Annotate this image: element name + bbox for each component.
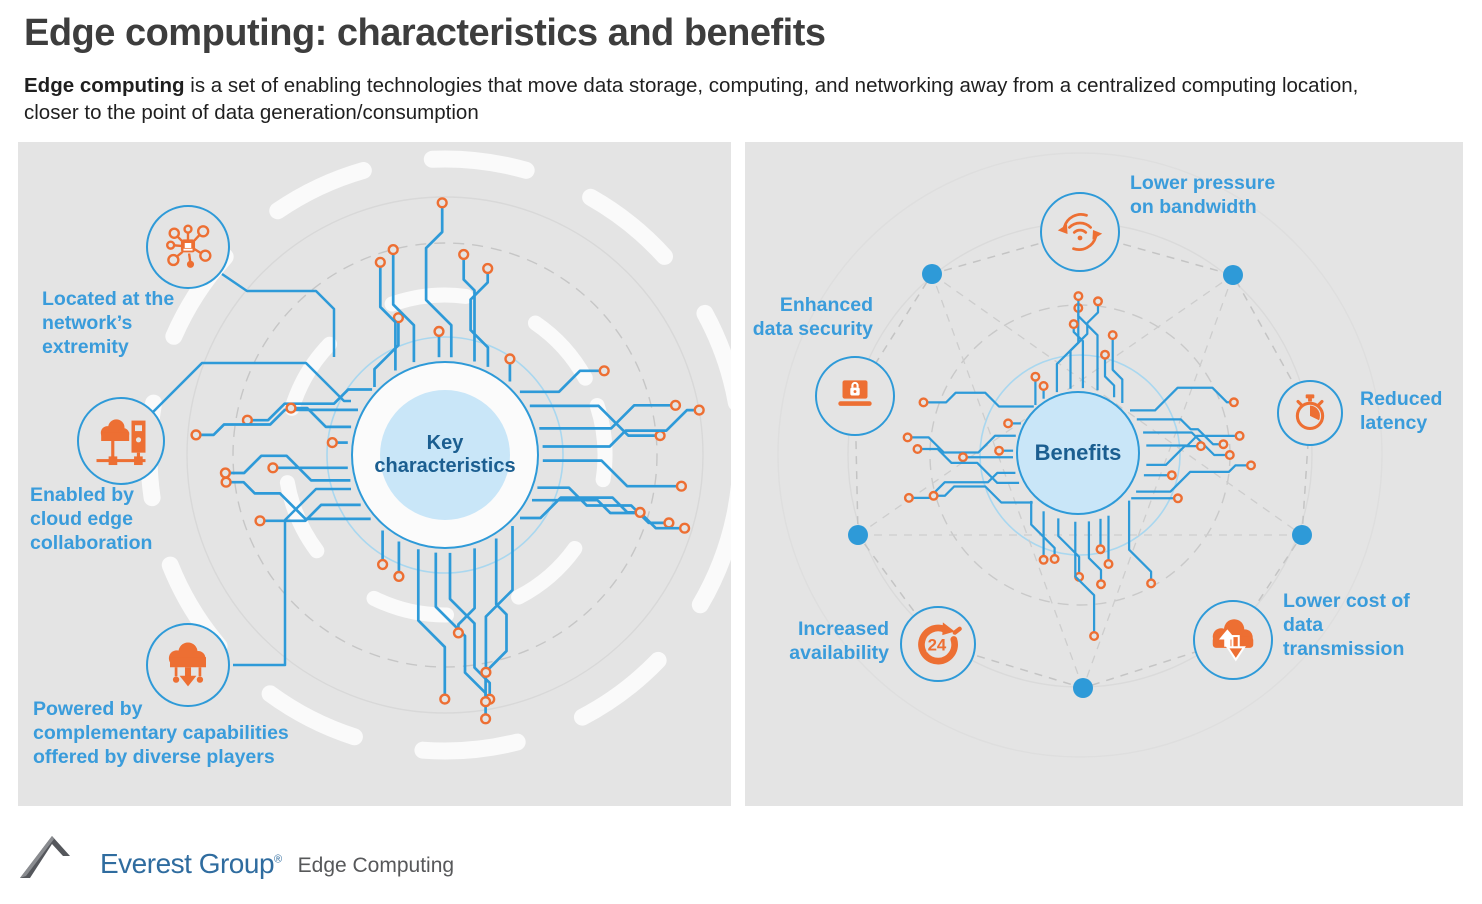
cloud-server-icon [77, 397, 165, 485]
data-security-glyph [838, 380, 872, 406]
benefit-label-transmission: Lower cost of data transmission [1283, 590, 1410, 660]
cloud-download-icon [146, 623, 230, 707]
cloud-server-glyph [96, 419, 146, 466]
benefits-panel: Benefits Lower pressure on bandwidth [745, 142, 1463, 806]
characteristic-label-cloud-edge: Enabled by cloud edge collaboration [30, 484, 153, 554]
brand-name: Everest Group® [100, 848, 282, 879]
data-transmission-icon [1193, 600, 1273, 680]
availability-24-icon: 24 [900, 606, 976, 682]
circuit-decoration-left [140, 150, 731, 760]
everest-group-logo-icon [20, 836, 70, 878]
data-security-icon [815, 356, 895, 436]
key-characteristics-label: Key characteristics [374, 390, 516, 520]
cloud-download-glyph [168, 642, 206, 687]
benefit-label-security: Enhanced data security [752, 294, 873, 340]
page-subtitle: Edge computing is a set of enabling tech… [24, 72, 1394, 127]
characteristic-label-network-extremity: Located at the network’s extremity [42, 288, 175, 358]
benefit-label-availability: Increased availability [789, 618, 889, 664]
circuit-decoration-right [777, 152, 1383, 758]
svg-text:24: 24 [928, 636, 947, 655]
bandwidth-glyph [1057, 213, 1103, 251]
subtitle-body: is a set of enabling technologies that m… [24, 74, 1359, 125]
stopwatch-glyph [1295, 394, 1325, 431]
stopwatch-icon [1277, 380, 1343, 446]
bandwidth-icon [1040, 192, 1120, 272]
benefit-label-latency: Reduced latency [1360, 388, 1443, 434]
benefit-label-bandwidth: Lower pressure on bandwidth [1130, 172, 1276, 218]
characteristic-label-diverse-players: Powered by complementary capabilities of… [33, 698, 289, 768]
subtitle-lead: Edge computing [24, 74, 185, 97]
page-title: Edge computing: characteristics and bene… [24, 12, 826, 54]
network-edge-icon [146, 205, 230, 289]
benefits-badge: Benefits [1016, 391, 1140, 515]
registered-mark: ® [274, 853, 282, 866]
key-characteristics-badge: Key characteristics [351, 361, 539, 549]
footer: Everest Group® Edge Computing [18, 820, 454, 880]
key-characteristics-panel: Key characteristics Located at the net [18, 142, 731, 806]
data-transmission-glyph [1212, 619, 1254, 662]
footer-caption: Edge Computing [297, 854, 455, 877]
availability-24-glyph: 24 [918, 622, 962, 665]
network-edge-glyph [166, 224, 212, 268]
